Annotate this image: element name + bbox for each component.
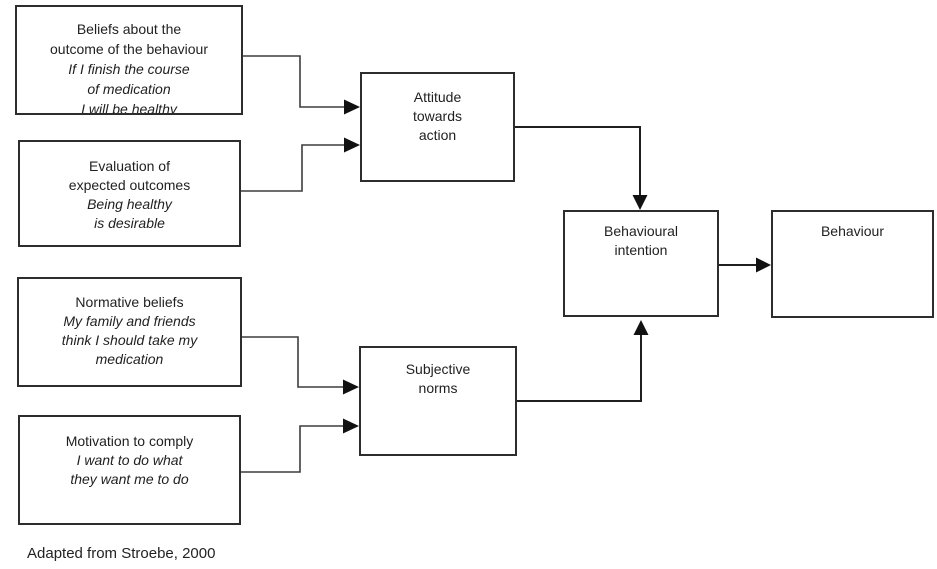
- box-example-line: think I should take my: [61, 332, 198, 348]
- box-example-line: of medication: [87, 81, 171, 97]
- box-text-line: Attitude: [413, 89, 462, 105]
- connector-attitude-to-intention: [515, 126, 641, 195]
- box-behavioural-intention: Behavioural intention: [563, 210, 719, 317]
- box-evaluation-expected-outcomes: Evaluation of expected outcomes Being he…: [18, 140, 241, 247]
- box-example-line: they want me to do: [70, 471, 189, 487]
- box-example-line: is desirable: [94, 215, 165, 231]
- arrowhead-attitude-to-intention: [632, 195, 648, 210]
- box-text-line: Normative beliefs: [75, 294, 184, 310]
- connector-motivation-to-subjective: [241, 425, 343, 473]
- box-example-line: medication: [95, 351, 164, 367]
- box-normative-beliefs: Normative beliefs My family and friends …: [17, 277, 242, 387]
- arrowhead-normative-to-subjective: [343, 379, 359, 395]
- box-text-line: Behavioural: [604, 223, 678, 239]
- box-text-line: expected outcomes: [68, 177, 191, 193]
- box-subjective-norms: Subjective norms: [359, 346, 517, 456]
- connector-beliefs-to-attitude: [243, 55, 344, 108]
- connector-evaluation-to-attitude: [241, 144, 344, 192]
- arrowhead-beliefs-to-attitude: [344, 99, 360, 115]
- box-text-line: Evaluation of: [89, 158, 170, 174]
- box-text-line: Subjective: [405, 361, 471, 377]
- box-text-line: outcome of the behaviour: [50, 41, 208, 57]
- box-beliefs-about-outcome: Beliefs about the outcome of the behavio…: [15, 5, 243, 115]
- box-text-line: Behaviour: [820, 223, 885, 239]
- box-behaviour: Behaviour: [771, 210, 934, 318]
- box-text-line: Motivation to comply: [65, 433, 194, 449]
- box-text-line: Beliefs about the: [76, 21, 182, 37]
- box-example-line: If I finish the course: [68, 61, 190, 77]
- box-motivation-to-comply: Motivation to comply I want to do what t…: [18, 415, 241, 525]
- connector-subjective-to-intention: [517, 335, 642, 402]
- box-text-line: intention: [614, 242, 668, 258]
- box-text-line: action: [418, 127, 457, 143]
- connector-normative-to-subjective: [242, 336, 343, 388]
- arrowhead-intention-to-behaviour: [756, 257, 771, 273]
- box-example-line: I will be healthy: [81, 101, 177, 115]
- box-text-line: towards: [412, 108, 463, 124]
- box-attitude-towards-action: Attitude towards action: [360, 72, 515, 182]
- arrowhead-motivation-to-subjective: [343, 418, 359, 434]
- arrowhead-subjective-to-intention: [633, 320, 649, 335]
- box-text-line: norms: [418, 380, 458, 396]
- arrowhead-evaluation-to-attitude: [344, 137, 360, 153]
- box-example-line: Being healthy: [87, 196, 172, 212]
- box-example-line: I want to do what: [76, 452, 183, 468]
- box-example-line: My family and friends: [63, 313, 196, 329]
- source-caption: Adapted from Stroebe, 2000: [27, 545, 216, 562]
